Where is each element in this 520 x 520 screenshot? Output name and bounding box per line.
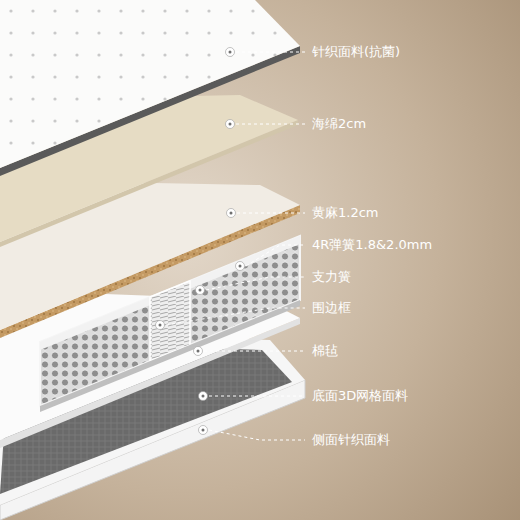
part-label: 4R弹簧1.8&2.0mm	[312, 236, 432, 254]
part-label: 棉毡	[312, 342, 338, 360]
part-label: 侧面针织面料	[312, 431, 390, 449]
leader-dots	[156, 48, 245, 435]
part-label: 海绵2cm	[312, 115, 366, 133]
part-label: 支力簧	[312, 268, 351, 286]
part-label: 底面3D网格面料	[312, 387, 408, 405]
leader-lines	[166, 52, 305, 440]
part-label: 黄麻1.2cm	[312, 204, 379, 222]
part-label: 围边框	[312, 299, 351, 317]
part-label: 针织面料(抗菌)	[312, 43, 400, 61]
